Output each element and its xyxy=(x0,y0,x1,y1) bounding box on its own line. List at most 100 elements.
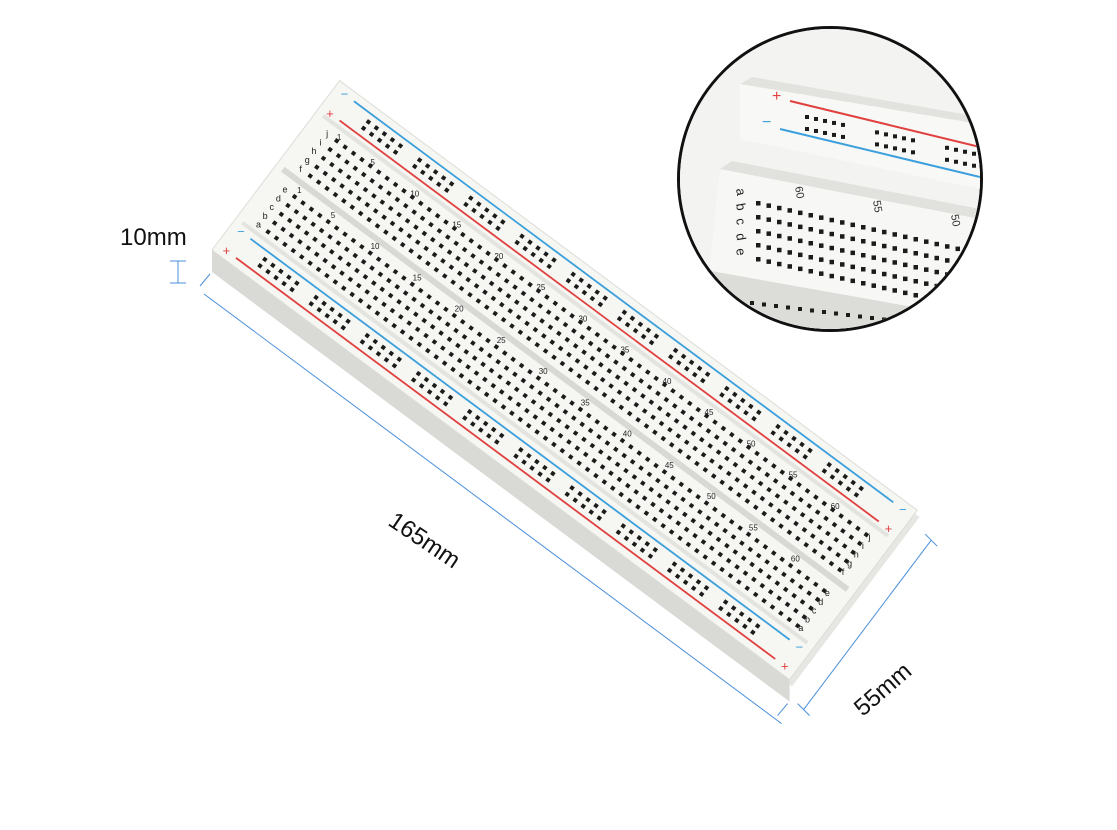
hole xyxy=(686,400,693,407)
hole xyxy=(697,421,703,428)
inset-hole xyxy=(846,313,850,317)
hole xyxy=(545,309,552,315)
hole xyxy=(797,584,804,590)
hole xyxy=(354,180,360,187)
hole xyxy=(307,173,314,179)
hole xyxy=(589,355,596,362)
hole xyxy=(742,623,748,630)
hole xyxy=(482,420,489,427)
inset-hole xyxy=(871,241,876,246)
hole xyxy=(273,235,280,241)
hole xyxy=(626,410,633,417)
hole xyxy=(462,415,468,421)
hole xyxy=(416,157,423,163)
hole xyxy=(337,168,344,174)
inset-hole xyxy=(892,274,897,279)
hole xyxy=(294,280,300,286)
hole xyxy=(369,265,375,271)
hole xyxy=(739,397,746,404)
hole xyxy=(601,391,608,398)
hole xyxy=(826,545,833,552)
hole xyxy=(621,452,628,459)
hole xyxy=(278,268,284,275)
hole xyxy=(373,125,380,131)
inset-hole xyxy=(829,217,834,223)
column-number: 15 xyxy=(413,273,422,282)
hole xyxy=(439,388,446,395)
inset-hole xyxy=(903,248,908,254)
hole xyxy=(618,404,625,411)
hole xyxy=(369,178,375,184)
hole xyxy=(443,219,449,225)
hole xyxy=(727,572,734,579)
hole xyxy=(513,453,519,459)
hole xyxy=(377,271,384,278)
hole xyxy=(418,383,425,389)
hole xyxy=(639,547,646,553)
hole xyxy=(359,243,365,250)
hole xyxy=(421,317,428,324)
inset-hole xyxy=(787,222,792,227)
hole xyxy=(608,383,614,389)
hole xyxy=(679,567,686,573)
hole xyxy=(521,459,527,465)
inset-hole xyxy=(766,259,771,264)
hole xyxy=(367,345,374,351)
hole xyxy=(802,453,808,460)
hole xyxy=(525,422,532,429)
hole xyxy=(552,387,558,394)
hole xyxy=(467,291,473,298)
hole xyxy=(362,186,369,193)
hole xyxy=(458,285,465,292)
hole xyxy=(754,450,760,457)
hole xyxy=(366,304,372,310)
hole xyxy=(470,421,476,427)
inset-hole xyxy=(954,159,958,164)
inset-hole xyxy=(882,243,887,249)
hole xyxy=(344,159,350,165)
hole xyxy=(850,479,856,486)
inset-hole xyxy=(766,245,771,250)
hole xyxy=(271,220,278,226)
hole xyxy=(850,549,856,556)
inset-hole xyxy=(871,269,876,274)
hole xyxy=(700,539,707,545)
hole xyxy=(345,261,352,268)
inset-hole xyxy=(805,127,809,131)
inset-hole xyxy=(882,229,887,235)
hole xyxy=(450,279,456,286)
inset-hole xyxy=(787,208,792,213)
hole xyxy=(337,255,343,261)
hole xyxy=(702,554,709,560)
hole xyxy=(577,406,584,413)
hole xyxy=(566,439,572,445)
length-dimension-tick xyxy=(199,273,211,287)
inset-hole xyxy=(934,255,939,261)
hole xyxy=(656,405,663,412)
hole xyxy=(585,496,591,503)
hole xyxy=(835,552,841,558)
hole xyxy=(725,557,732,564)
hole xyxy=(297,239,303,245)
hole xyxy=(628,529,635,535)
hole xyxy=(564,336,571,343)
hole xyxy=(786,529,793,536)
inset-hole xyxy=(850,250,855,256)
hole xyxy=(518,446,524,453)
hole xyxy=(803,542,810,548)
hole xyxy=(719,566,725,573)
hole xyxy=(673,418,680,424)
hole xyxy=(789,490,796,497)
hole xyxy=(498,389,505,395)
hole xyxy=(329,161,335,168)
inset-hole xyxy=(832,132,836,137)
hole xyxy=(568,366,574,373)
hole xyxy=(522,305,529,312)
inset-hole xyxy=(875,130,879,135)
inset-hole xyxy=(798,266,803,272)
hole xyxy=(554,402,560,409)
hole xyxy=(749,561,755,568)
hole xyxy=(344,246,350,253)
hole xyxy=(419,169,426,176)
hole xyxy=(635,504,641,510)
